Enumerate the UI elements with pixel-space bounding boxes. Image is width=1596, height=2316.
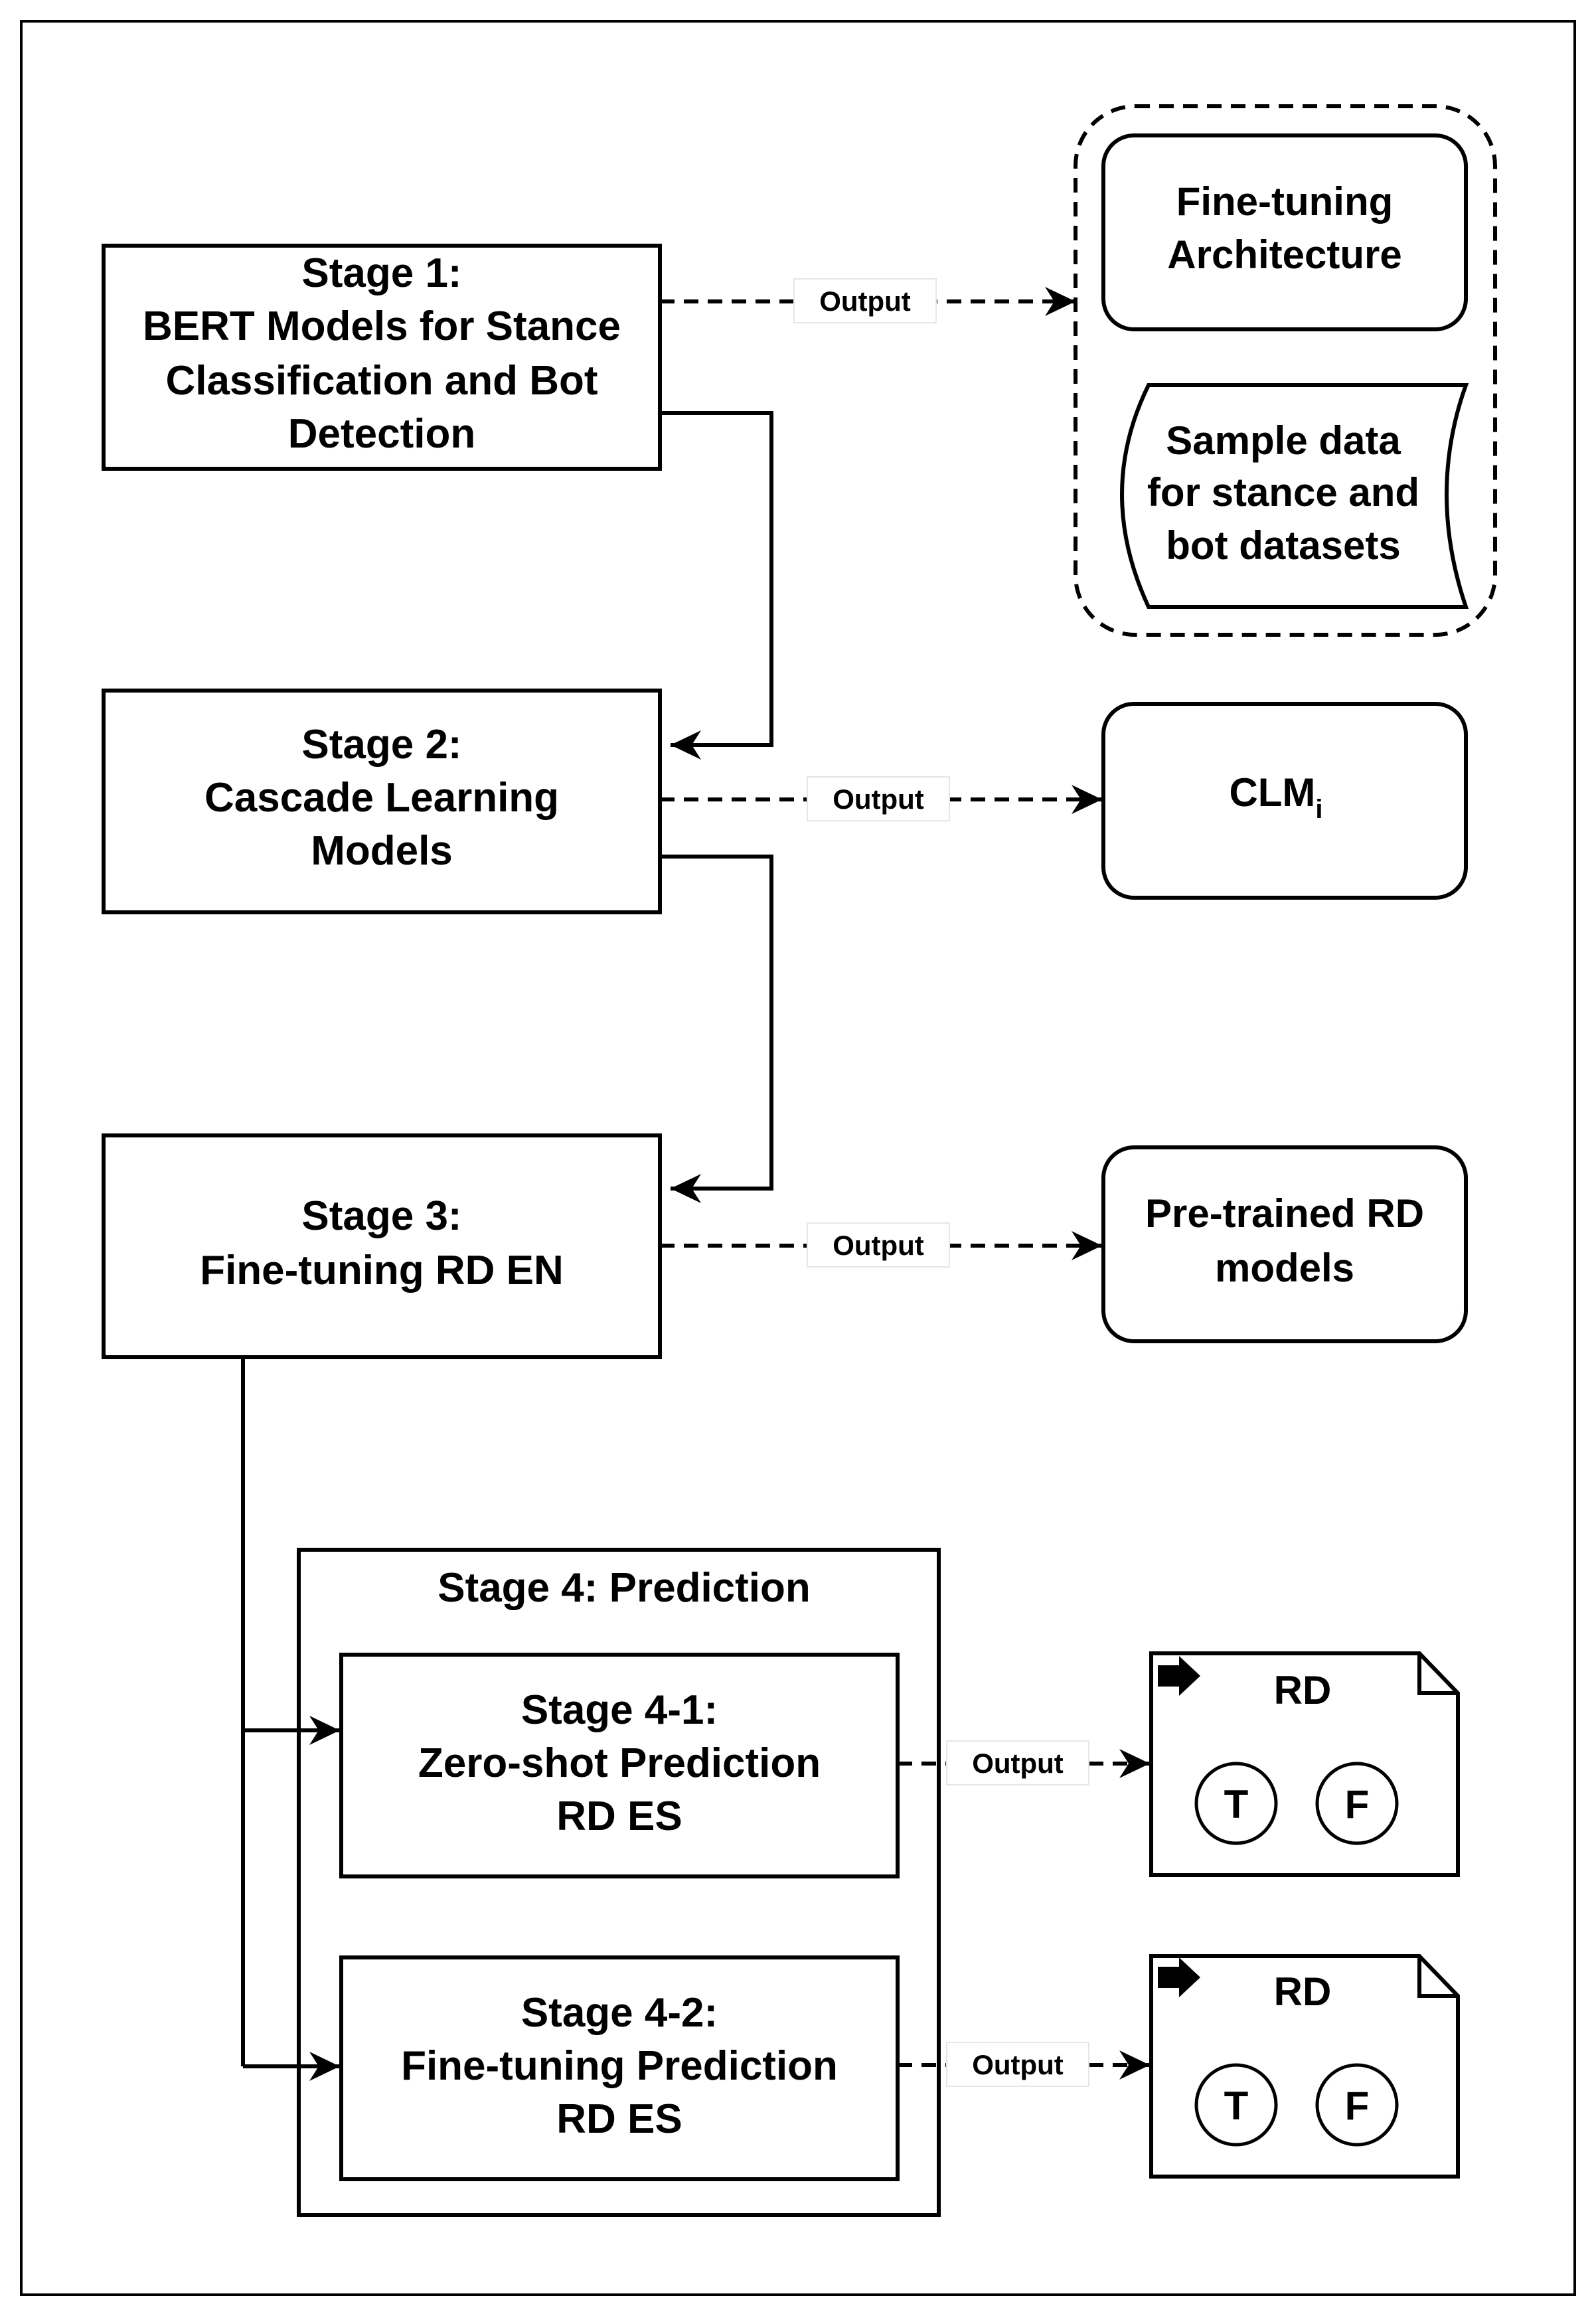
stage4-2-line-2: Fine-tuning Prediction xyxy=(401,2043,838,2089)
output-label-stage4-1: Output xyxy=(972,1748,1064,1779)
clm-label: CLMi xyxy=(1229,770,1322,824)
output-label-stage4-2: Output xyxy=(972,2049,1064,2080)
stage3-line-1: Stage 3: xyxy=(301,1193,461,1239)
stage4-1-box xyxy=(339,1653,900,1878)
sample-data-line-1: Sample data xyxy=(1166,418,1401,463)
rd-doc-1-title: RD xyxy=(1274,1668,1332,1712)
rd-doc-2-false-circle xyxy=(1315,2063,1399,2147)
stage2-line-1: Stage 2: xyxy=(301,722,461,768)
rd-doc-1-false-label: F xyxy=(1345,1782,1370,1827)
stage1-outputs-group xyxy=(1074,104,1497,637)
stage1-line-4: Detection xyxy=(288,411,475,457)
pretrained-line-2: models xyxy=(1215,1246,1354,1290)
stage1-line-3: Classification and Bot xyxy=(165,358,598,404)
rd-doc-2-false-label: F xyxy=(1345,2084,1370,2128)
connector-stage1-to-stage2 xyxy=(660,411,773,760)
sample-data-shape xyxy=(1120,383,1469,609)
rd-doc-1-true-circle xyxy=(1194,1762,1278,1845)
clm-subscript: i xyxy=(1315,795,1322,824)
rd-doc-1-false-circle xyxy=(1315,1762,1399,1845)
stage1-box xyxy=(102,244,662,471)
stage3-box xyxy=(102,1133,662,1359)
stage2-box xyxy=(102,689,662,914)
rd-doc-2-fold xyxy=(1417,1956,1458,1998)
clm-box xyxy=(1101,702,1468,900)
output-tag-stage2 xyxy=(807,776,950,821)
clm-main: CLM xyxy=(1229,770,1315,815)
finetune-arch-line-1: Fine-tuning xyxy=(1176,179,1394,224)
output-tag-stage1 xyxy=(793,278,937,323)
rd-doc-2-title: RD xyxy=(1274,1969,1332,2014)
stage4-2-box xyxy=(339,1955,900,2181)
output-label-stage3: Output xyxy=(833,1230,924,1261)
arrow-right-icon xyxy=(1158,1957,1200,1997)
pretrained-box xyxy=(1101,1145,1468,1343)
stage4-1-line-3: RD ES xyxy=(556,1793,682,1839)
rd-doc-1-true-label: T xyxy=(1224,1782,1249,1827)
output-tag-stage3 xyxy=(807,1222,950,1268)
connector-stage2-to-stage3 xyxy=(660,855,773,1203)
stage2-line-2: Cascade Learning xyxy=(204,775,559,821)
stage4-1-line-1: Stage 4-1: xyxy=(521,1687,718,1733)
output-tag-stage4-1 xyxy=(946,1740,1089,1785)
stage1-line-2: BERT Models for Stance xyxy=(143,303,621,349)
output-label-stage2: Output xyxy=(833,784,924,815)
rd-doc-2-true-circle xyxy=(1194,2063,1278,2147)
pretrained-line-1: Pre-trained RD xyxy=(1145,1191,1424,1236)
finetune-arch-box xyxy=(1101,133,1468,331)
output-tag-stage4-2 xyxy=(946,2042,1089,2087)
stage4-2-line-3: RD ES xyxy=(556,2096,682,2142)
stage2-line-3: Models xyxy=(311,828,453,874)
arrow-right-icon xyxy=(1158,1656,1200,1696)
output-label-stage1: Output xyxy=(819,286,911,317)
finetune-arch-line-2: Architecture xyxy=(1167,232,1401,277)
sample-data-line-2: for stance and xyxy=(1147,470,1419,515)
stage4-title: Stage 4: Prediction xyxy=(438,1565,811,1611)
sample-data-line-3: bot datasets xyxy=(1166,523,1400,568)
stage3-line-2: Fine-tuning RD EN xyxy=(200,1248,564,1293)
outer-frame xyxy=(20,20,1576,2296)
stage4-1-line-2: Zero-shot Prediction xyxy=(418,1740,821,1786)
stage4-2-line-1: Stage 4-2: xyxy=(521,1990,718,2036)
rd-doc-2-true-label: T xyxy=(1224,2084,1249,2128)
rd-doc-1-fold xyxy=(1417,1653,1458,1695)
stage1-line-1: Stage 1: xyxy=(301,250,461,296)
